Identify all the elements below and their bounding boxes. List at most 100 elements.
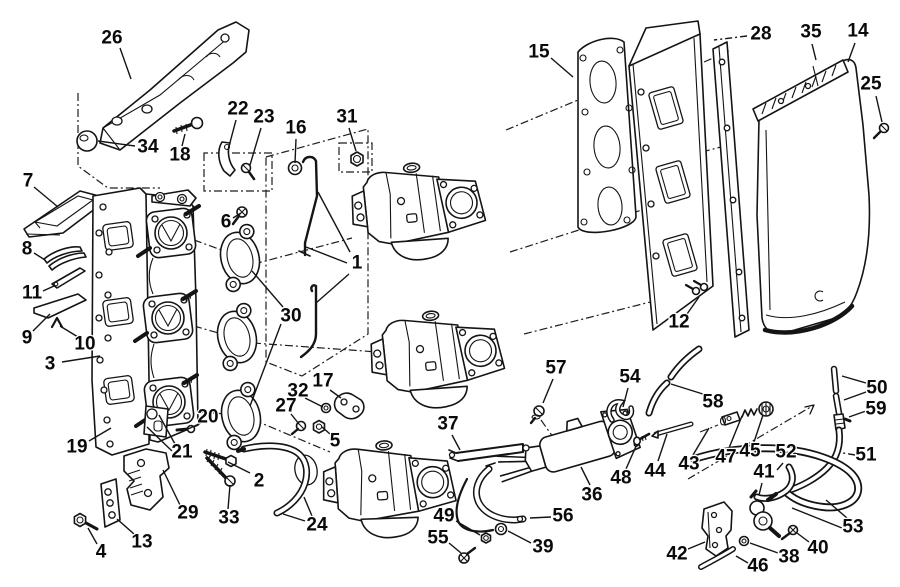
callout-52: 52 [774, 440, 798, 471]
leader-line [88, 427, 112, 442]
callout-59: 59 [848, 397, 888, 421]
callout-24: 24 [282, 496, 329, 537]
part-number: 53 [842, 517, 863, 538]
callout-11: 11 [21, 281, 55, 305]
callout-48: 48 [609, 443, 638, 490]
callout-27: 27 [274, 394, 300, 425]
pin-44 [651, 421, 694, 439]
screw-25 [872, 122, 890, 140]
bolt-18 [172, 116, 204, 135]
leader-line [448, 542, 462, 554]
callout-44: 44 [643, 433, 668, 483]
leader-line [33, 252, 46, 261]
leader-line [825, 499, 848, 519]
callout-20: 20 [187, 405, 220, 430]
callout-3: 3 [43, 352, 101, 376]
part-number: 47 [715, 447, 736, 468]
part-number: 27 [275, 396, 296, 417]
callout-12: 12 [667, 296, 700, 334]
leader-line [294, 138, 297, 164]
callout-17: 17 [311, 369, 342, 399]
screw-40 [780, 524, 799, 541]
mold-mark [814, 290, 824, 302]
part-number: 15 [528, 42, 550, 63]
carb-base-gaskets [209, 222, 269, 452]
leader-line [304, 397, 324, 408]
leader-line [670, 383, 707, 396]
mount-bracket-29 [123, 448, 170, 511]
leader-line [227, 461, 251, 474]
leader-line [728, 415, 743, 449]
nut-38 [738, 535, 750, 547]
part-number: 57 [545, 358, 566, 379]
leader-line [116, 518, 135, 535]
fuel-pump [496, 408, 641, 483]
leader-line [692, 427, 710, 456]
callout-54: 54 [618, 365, 642, 408]
callout-7: 7 [21, 169, 59, 208]
reed-stop [51, 267, 86, 289]
intake-manifold-cover [99, 21, 250, 151]
callout-8: 8 [20, 237, 46, 261]
callout-15: 15 [527, 40, 574, 78]
leader-line [249, 127, 262, 166]
filter-cap-45 [758, 401, 774, 417]
part-number: 58 [702, 392, 723, 413]
callout-46: 46 [735, 554, 770, 578]
part-number: 41 [753, 462, 775, 483]
leader-line [542, 378, 554, 404]
part-number: 38 [778, 547, 799, 568]
spacer-plate-13 [100, 478, 121, 528]
cam-lever-17 [333, 392, 365, 420]
leader-line [290, 413, 300, 425]
part-number: 5 [330, 431, 341, 452]
screw-57 [529, 405, 545, 425]
callout-4: 4 [87, 527, 108, 564]
leader-line [303, 496, 313, 517]
leader-line [305, 246, 348, 264]
carburetor-middle [365, 303, 509, 416]
leader-line [348, 127, 357, 152]
part-number: 14 [847, 21, 869, 42]
screw-33 [205, 455, 236, 487]
plug [76, 130, 98, 152]
leader-line [329, 389, 342, 399]
part-number: 21 [171, 442, 193, 463]
part-number: 3 [45, 354, 56, 375]
callout-32: 32 [286, 379, 324, 408]
part-number: 24 [306, 515, 328, 536]
part-number: 9 [22, 328, 33, 349]
part-number: 16 [285, 118, 306, 139]
washer-32 [320, 402, 332, 414]
leader-line [686, 296, 700, 315]
part-number: 19 [66, 437, 87, 458]
part-number: 36 [581, 485, 602, 506]
part-number: 17 [312, 371, 333, 392]
reed-block-wedge [23, 190, 101, 238]
callout-55: 55 [426, 526, 462, 554]
part-number: 39 [532, 537, 553, 558]
part-number: 37 [437, 414, 458, 435]
callout-30: 30 [249, 270, 303, 407]
part-number: 44 [644, 461, 666, 482]
screws-12 [684, 279, 709, 296]
leader-line [843, 391, 867, 401]
callout-1: 1 [305, 191, 364, 304]
callout-41: 41 [752, 460, 776, 496]
part-number: 20 [197, 407, 218, 428]
callout-47: 47 [714, 415, 743, 469]
intake-manifold [91, 187, 201, 456]
clamp-56 [472, 462, 527, 524]
callout-56: 56 [529, 504, 575, 528]
callout-25: 25 [859, 72, 883, 123]
leader-line [232, 212, 242, 219]
callout-39: 39 [507, 530, 555, 559]
leader-line [758, 482, 763, 496]
callout-10: 10 [59, 325, 97, 356]
screw-23 [240, 162, 256, 181]
mounting-studs [133, 204, 201, 428]
part-number: 2 [254, 471, 265, 492]
bracket-42 [701, 501, 733, 557]
